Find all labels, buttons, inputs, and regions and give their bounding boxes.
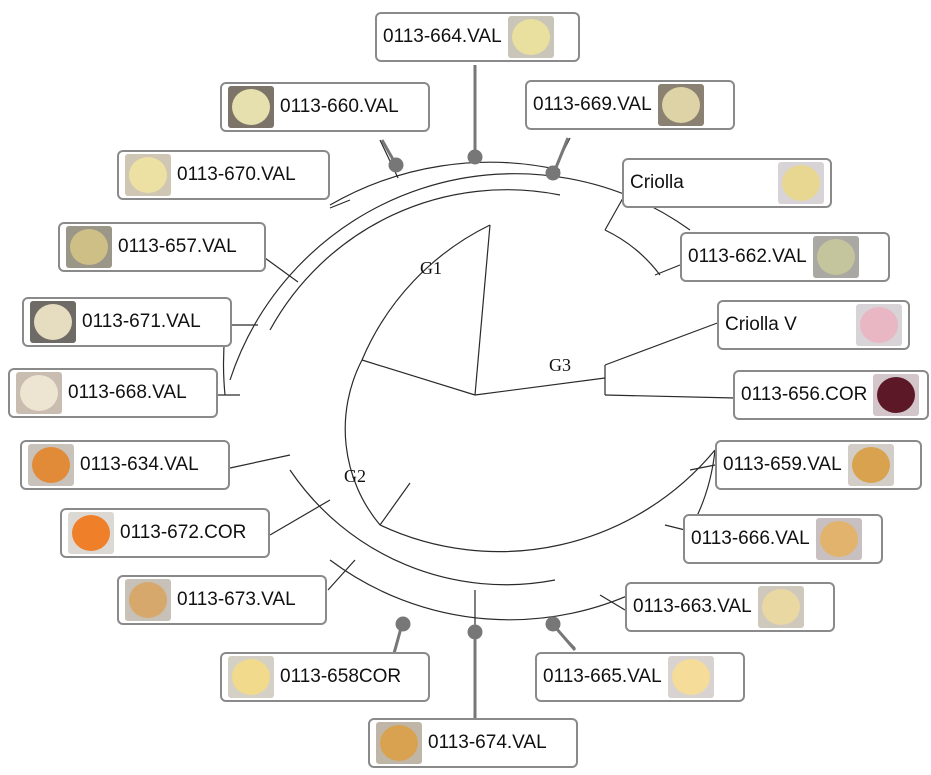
sample-label: 0113-674.VAL [428, 732, 547, 754]
sample-box-657: 0113-657.VAL [58, 222, 266, 272]
right-arc-upper [605, 230, 660, 275]
sample-label: 0113-673.VAL [177, 589, 296, 611]
bottom-arc-outer [330, 560, 650, 620]
sample-box-634: 0113-634.VAL [20, 440, 230, 490]
sample-box-663: 0113-663.VAL [625, 582, 835, 632]
sample-photo [68, 512, 114, 554]
group-label-g3: G3 [549, 355, 571, 376]
outer-arc-top-3 [330, 162, 560, 205]
left-arc [345, 360, 380, 525]
sample-box-666: 0113-666.VAL [683, 514, 883, 564]
group-label-g1: G1 [420, 258, 442, 279]
branch-g2 [362, 360, 475, 395]
branch-g2-inner [380, 483, 410, 525]
sample-label: 0113-668.VAL [68, 382, 187, 404]
sample-photo [376, 722, 422, 764]
sample-photo [668, 656, 714, 698]
sample-label: 0113-666.VAL [691, 528, 810, 550]
sample-box-criolla-v: Criolla V [717, 300, 910, 350]
outer-arc-top [230, 174, 690, 380]
sample-box-656: 0113-656.COR [733, 370, 929, 420]
group-label-g2: G2 [344, 466, 366, 487]
leaf-line-659 [690, 465, 715, 470]
sample-box-664: 0113-664.VAL [375, 12, 580, 62]
sample-box-674: 0113-674.VAL [368, 718, 578, 768]
branch-g1 [475, 225, 490, 395]
sample-label: Criolla [630, 172, 684, 194]
sample-photo [125, 154, 171, 196]
sample-photo [28, 444, 74, 486]
leaf-line-663 [600, 595, 625, 610]
leaf-line-672 [270, 500, 330, 535]
branch-g3-down [605, 395, 735, 398]
pin-line-665 [556, 628, 575, 650]
sample-box-671: 0113-671.VAL [22, 297, 232, 347]
sample-label: 0113-665.VAL [543, 666, 662, 688]
pin-dot-664 [469, 151, 481, 163]
sample-box-658: 0113-658COR [220, 652, 430, 702]
sample-label: 0113-656.COR [741, 384, 867, 406]
branch-g3-up [605, 322, 720, 365]
sample-photo [813, 236, 859, 278]
leaf-line-670 [330, 200, 350, 208]
sample-photo [816, 518, 862, 560]
leaf-line-criolla [605, 198, 623, 230]
sample-label: 0113-669.VAL [533, 94, 652, 116]
bottom-arc-right [380, 450, 715, 552]
sample-label: 0113-663.VAL [633, 596, 752, 618]
bottom-arc-left [290, 470, 555, 585]
sample-label: 0113-634.VAL [80, 454, 199, 476]
sample-box-669: 0113-669.VAL [525, 80, 735, 130]
sample-photo [873, 374, 919, 416]
outer-arc-top-2 [270, 190, 560, 330]
leaf-line-666 [665, 525, 685, 530]
sample-box-673: 0113-673.VAL [117, 575, 327, 625]
sample-photo [30, 301, 76, 343]
sample-photo [66, 226, 112, 268]
pin-line-669 [555, 138, 568, 170]
leaf-line-634 [230, 455, 290, 468]
pin-dot-669 [547, 167, 559, 179]
sample-box-668: 0113-668.VAL [8, 368, 218, 418]
sample-photo [125, 579, 171, 621]
pin-dot-665 [547, 618, 559, 630]
main-arc [362, 225, 490, 360]
sample-label: 0113-658COR [280, 666, 401, 688]
sample-label: 0113-672.COR [120, 522, 246, 544]
sample-label: 0113-671.VAL [82, 311, 201, 333]
sample-photo [758, 586, 804, 628]
sample-label: 0113-660.VAL [280, 96, 399, 118]
sample-label: 0113-659.VAL [723, 454, 842, 476]
sample-box-672: 0113-672.COR [60, 508, 270, 558]
sample-box-670: 0113-670.VAL [117, 150, 330, 200]
sample-box-criolla: Criolla [622, 158, 832, 208]
sample-photo [848, 444, 894, 486]
pin-dot-660 [390, 159, 402, 171]
sample-box-659: 0113-659.VAL [715, 440, 922, 490]
pin-dot-658 [397, 618, 409, 630]
leaf-line-662 [655, 265, 680, 275]
sample-box-660: 0113-660.VAL [220, 82, 430, 132]
pin-dot-674 [469, 626, 481, 638]
sample-label: 0113-664.VAL [383, 26, 502, 48]
sample-label: Criolla V [725, 314, 797, 336]
sample-photo [16, 372, 62, 414]
sample-box-665: 0113-665.VAL [535, 652, 745, 702]
sample-photo [658, 84, 704, 126]
leaf-line-657 [265, 258, 298, 282]
sample-photo [228, 656, 274, 698]
sample-label: 0113-657.VAL [118, 236, 237, 258]
sample-photo [778, 162, 824, 204]
sample-label: 0113-662.VAL [688, 246, 807, 268]
sample-label: 0113-670.VAL [177, 164, 296, 186]
sample-photo [228, 86, 274, 128]
branch-g3 [475, 378, 605, 395]
sample-box-662: 0113-662.VAL [680, 232, 890, 282]
sample-photo [508, 16, 554, 58]
sample-photo [856, 304, 902, 346]
